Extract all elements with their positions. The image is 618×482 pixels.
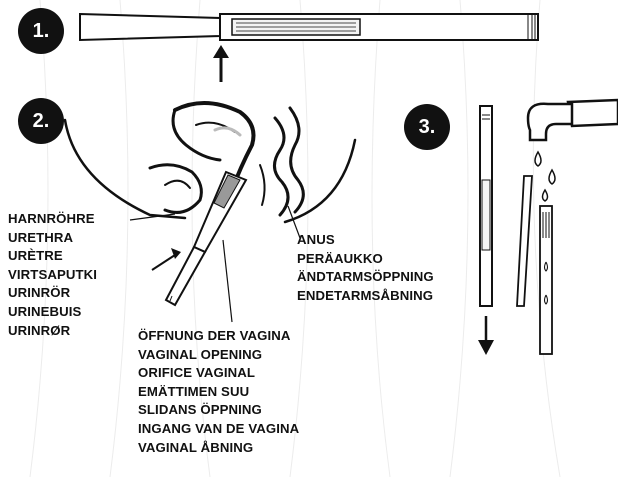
applicator-inserted [166, 172, 246, 305]
urethra-labels: HARNRÖHRE URETHRA URÈTRE VIRTSAPUTKI URI… [8, 210, 97, 340]
vagina-label: VAGINAL ÅBNING [138, 439, 299, 458]
vagina-label: VAGINAL OPENING [138, 346, 299, 365]
urethra-label: URETHRA [8, 229, 97, 248]
step-badge-2: 2. [18, 98, 64, 144]
vagina-label: ÖFFNUNG DER VAGINA [138, 327, 299, 346]
arrow-insert [152, 248, 181, 270]
anatomy-illustration [65, 103, 355, 222]
vagina-labels: ÖFFNUNG DER VAGINA VAGINAL OPENING ORIFI… [138, 327, 299, 457]
water-tap [528, 100, 618, 140]
anus-label: ÄNDTARMSÖPPNING [297, 268, 434, 287]
water-drops [535, 152, 555, 201]
urethra-label: URINRØR [8, 322, 97, 341]
step-badge-3: 3. [404, 104, 450, 150]
applicator-parts-rinse [517, 176, 552, 354]
arrow-up [213, 45, 229, 82]
urethra-label: URINEBUIS [8, 303, 97, 322]
urethra-label: URÈTRE [8, 247, 97, 266]
anus-label: PERÄAUKKO [297, 250, 434, 269]
anus-label: ENDETARMSÅBNING [297, 287, 434, 306]
vagina-label: SLIDANS ÖPPNING [138, 401, 299, 420]
urethra-label: URINRÖR [8, 284, 97, 303]
urethra-label: HARNRÖHRE [8, 210, 97, 229]
arrow-down [478, 316, 494, 355]
anus-label: ANUS [297, 231, 434, 250]
applicator-vertical [480, 106, 492, 306]
step-badge-1: 1. [18, 8, 64, 54]
vagina-label: EMÄTTIMEN SUU [138, 383, 299, 402]
anus-labels: ANUS PERÄAUKKO ÄNDTARMSÖPPNING ENDETARMS… [297, 231, 434, 305]
vagina-label: INGANG VAN DE VAGINA [138, 420, 299, 439]
applicator-horizontal [80, 14, 538, 40]
urethra-label: VIRTSAPUTKI [8, 266, 97, 285]
vagina-label: ORIFICE VAGINAL [138, 364, 299, 383]
